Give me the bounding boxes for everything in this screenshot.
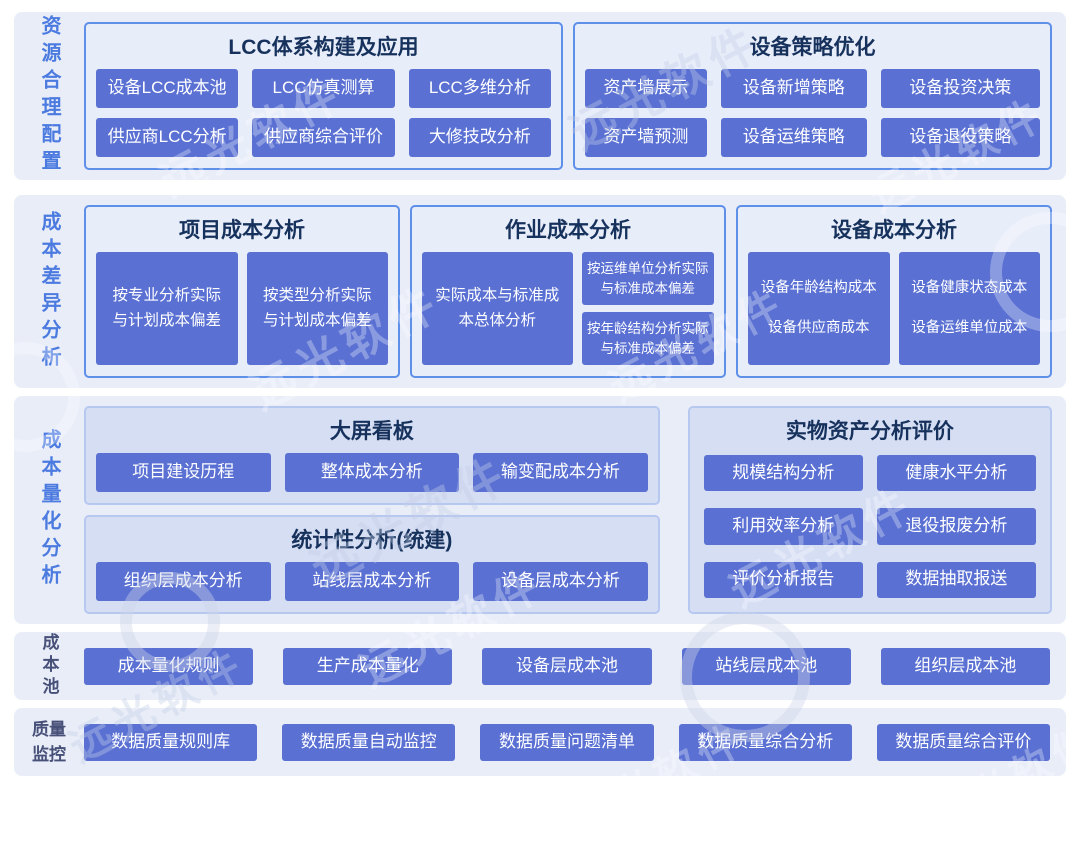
btn-equipment-investment-decision[interactable]: 设备投资决策 <box>880 69 1040 108</box>
btn-lcc-simulation[interactable]: LCC仿真测算 <box>252 69 395 108</box>
btn-supplier-lcc-analysis[interactable]: 供应商LCC分析 <box>96 118 239 157</box>
btn-line-level-cost-pool[interactable]: 站线层成本池 <box>681 647 851 685</box>
section-label-cost-pool: 成本池 <box>39 633 59 699</box>
btn-variance-by-age-structure[interactable]: 按年龄结构分析实际与标准成本偏差 <box>581 312 714 365</box>
box-equipment-cost-analysis: 设备成本分析 设备年龄结构成本 设备供应商成本 设备健康状态成本 设备运维单位成… <box>736 205 1052 378</box>
button-grid: 资产墙展示 设备新增策略 设备投资决策 资产墙预测 设备运维策略 设备退役策略 <box>585 69 1040 157</box>
box-title-activity-cost: 作业成本分析 <box>505 219 631 242</box>
box-equipment-strategy: 设备策略优化 资产墙展示 设备新增策略 设备投资决策 资产墙预测 设备运维策略 … <box>573 22 1052 170</box>
section-content: 项目成本分析 按专业分析实际与计划成本偏差 按类型分析实际与计划成本偏差 作业成… <box>84 195 1066 388</box>
btn-equipment-age-supplier-cost[interactable]: 设备年龄结构成本 设备供应商成本 <box>748 252 890 365</box>
section-content: 大屏看板 项目建设历程 整体成本分析 输变配成本分析 统计性分析(统建) 组织层… <box>84 396 1066 624</box>
button-row: 设备LCC成本池 LCC仿真测算 LCC多维分析 <box>96 69 551 108</box>
btn-asset-wall-display[interactable]: 资产墙展示 <box>585 69 707 108</box>
btn-utilization-efficiency-analysis[interactable]: 利用效率分析 <box>703 508 863 545</box>
btn-data-quality-comprehensive-eval[interactable]: 数据质量综合评价 <box>876 723 1051 761</box>
button-row: 资产墙展示 设备新增策略 设备投资决策 <box>585 69 1040 108</box>
box-title-physical-asset: 实物资产分析评价 <box>785 420 954 443</box>
btn-evaluation-analysis-report[interactable]: 评价分析报告 <box>703 561 863 598</box>
section-quality-monitoring: 质量监控 数据质量规则库 数据质量自动监控 数据质量问题清单 数据质量综合分析 … <box>14 708 1066 776</box>
btn-equipment-retirement-strategy[interactable]: 设备退役策略 <box>880 118 1040 157</box>
btn-cost-quantification-rules[interactable]: 成本量化规则 <box>84 647 254 685</box>
box-project-cost-analysis: 项目成本分析 按专业分析实际与计划成本偏差 按类型分析实际与计划成本偏差 <box>84 205 400 378</box>
left-column: 大屏看板 项目建设历程 整体成本分析 输变配成本分析 统计性分析(统建) 组织层… <box>84 406 660 614</box>
btn-org-level-cost-pool[interactable]: 组织层成本池 <box>880 647 1051 685</box>
section-content: 数据质量规则库 数据质量自动监控 数据质量问题清单 数据质量综合分析 数据质量综… <box>84 708 1066 776</box>
section-content: 成本量化规则 生产成本量化 设备层成本池 站线层成本池 组织层成本池 <box>84 632 1066 700</box>
button-row: 按专业分析实际与计划成本偏差 按类型分析实际与计划成本偏差 <box>96 252 388 365</box>
box-title-lcc-system: LCC体系构建及应用 <box>228 36 419 59</box>
btn-equipment-health-omunit-cost[interactable]: 设备健康状态成本 设备运维单位成本 <box>898 252 1040 365</box>
box-statistical-analysis: 统计性分析(统建) 组织层成本分析 站线层成本分析 设备层成本分析 <box>84 515 660 614</box>
section-label-resource-allocation: 资源合理配置 <box>38 15 60 177</box>
btn-overall-cost-analysis[interactable]: 整体成本分析 <box>284 453 460 492</box>
btn-data-extraction-reporting[interactable]: 数据抽取报送 <box>876 561 1036 598</box>
section-label-cost-variance: 成本差异分析 <box>38 210 60 373</box>
box-lcc-system: LCC体系构建及应用 设备LCC成本池 LCC仿真测算 LCC多维分析 供应商L… <box>84 22 563 170</box>
box-title-equipment-cost: 设备成本分析 <box>831 219 957 242</box>
btn-actual-vs-standard-overall[interactable]: 实际成本与标准成本总体分析 <box>422 252 573 365</box>
section-label-quality-monitoring: 质量监控 <box>32 719 66 765</box>
btn-variance-by-specialty[interactable]: 按专业分析实际与计划成本偏差 <box>96 252 238 365</box>
button-row: 实际成本与标准成本总体分析 按运维单位分析实际与标准成本偏差 按年龄结构分析实际… <box>422 252 714 365</box>
btn-data-quality-issue-list[interactable]: 数据质量问题清单 <box>480 723 654 761</box>
box-title-project-cost: 项目成本分析 <box>179 219 305 242</box>
btn-data-quality-comprehensive-analysis[interactable]: 数据质量综合分析 <box>678 723 852 761</box>
section-cost-pool: 成本池 成本量化规则 生产成本量化 设备层成本池 站线层成本池 组织层成本池 <box>14 632 1066 700</box>
btn-equipment-lcc-cost-pool[interactable]: 设备LCC成本池 <box>96 69 239 108</box>
box-dashboard: 大屏看板 项目建设历程 整体成本分析 输变配成本分析 <box>84 406 660 505</box>
btn-org-level-cost-analysis[interactable]: 组织层成本分析 <box>96 562 271 601</box>
box-activity-cost-analysis: 作业成本分析 实际成本与标准成本总体分析 按运维单位分析实际与标准成本偏差 按年… <box>410 205 726 378</box>
section-cost-variance-analysis: 成本差异分析 项目成本分析 按专业分析实际与计划成本偏差 按类型分析实际与计划成… <box>14 195 1066 388</box>
btn-retirement-scrap-analysis[interactable]: 退役报废分析 <box>876 508 1036 545</box>
btn-production-cost-quantification[interactable]: 生产成本量化 <box>283 647 453 685</box>
button-grid: 组织层成本分析 站线层成本分析 设备层成本分析 <box>96 562 648 601</box>
btn-line-om-unit-cost: 设备运维单位成本 <box>911 319 1028 336</box>
section-content: LCC体系构建及应用 设备LCC成本池 LCC仿真测算 LCC多维分析 供应商L… <box>84 12 1066 180</box>
button-grid: 设备LCC成本池 LCC仿真测算 LCC多维分析 供应商LCC分析 供应商综合评… <box>96 69 551 157</box>
section-label-container: 成本池 <box>14 632 84 700</box>
button-row: 项目建设历程 整体成本分析 输变配成本分析 <box>96 453 648 492</box>
diagram-root: { "watermark": { "text": "远光软件" }, "colo… <box>0 12 1080 846</box>
btn-line-age-structure-cost: 设备年龄结构成本 <box>760 279 877 296</box>
btn-health-level-analysis[interactable]: 健康水平分析 <box>876 455 1036 492</box>
section-label-container: 资源合理配置 <box>14 12 84 180</box>
btn-lcc-multidim-analysis[interactable]: LCC多维分析 <box>408 69 551 108</box>
right-column: 实物资产分析评价 规模结构分析 健康水平分析 利用效率分析 退役报废分析 评价分… <box>687 406 1052 614</box>
btn-overhaul-retrofit-analysis[interactable]: 大修技改分析 <box>408 118 551 157</box>
btn-equipment-level-cost-analysis[interactable]: 设备层成本分析 <box>473 562 648 601</box>
btn-transmission-cost-analysis[interactable]: 输变配成本分析 <box>473 453 648 492</box>
box-physical-asset-eval: 实物资产分析评价 规模结构分析 健康水平分析 利用效率分析 退役报废分析 评价分… <box>687 406 1052 614</box>
btn-project-construction-history[interactable]: 项目建设历程 <box>96 453 271 492</box>
stacked-buttons: 按运维单位分析实际与标准成本偏差 按年龄结构分析实际与标准成本偏差 <box>581 252 714 365</box>
btn-line-level-cost-analysis[interactable]: 站线层成本分析 <box>284 562 460 601</box>
box-title-dashboard: 大屏看板 <box>329 420 414 443</box>
section-label-container: 质量监控 <box>14 708 84 776</box>
button-grid: 项目建设历程 整体成本分析 输变配成本分析 <box>96 453 648 492</box>
btn-equipment-new-strategy[interactable]: 设备新增策略 <box>720 69 867 108</box>
btn-line-supplier-cost: 设备供应商成本 <box>768 319 870 336</box>
btn-asset-wall-forecast[interactable]: 资产墙预测 <box>585 118 707 157</box>
btn-data-quality-rule-library[interactable]: 数据质量规则库 <box>84 723 258 761</box>
section-cost-quantification: 成本量化分析 大屏看板 项目建设历程 整体成本分析 输变配成本分析 统计性分析(… <box>14 396 1066 624</box>
btn-supplier-comprehensive-eval[interactable]: 供应商综合评价 <box>252 118 395 157</box>
button-row: 供应商LCC分析 供应商综合评价 大修技改分析 <box>96 118 551 157</box>
button-row: 设备年龄结构成本 设备供应商成本 设备健康状态成本 设备运维单位成本 <box>748 252 1040 365</box>
button-row: 资产墙预测 设备运维策略 设备退役策略 <box>585 118 1040 157</box>
btn-data-quality-auto-monitoring[interactable]: 数据质量自动监控 <box>282 723 456 761</box>
btn-equipment-level-cost-pool[interactable]: 设备层成本池 <box>482 647 652 685</box>
btn-scale-structure-analysis[interactable]: 规模结构分析 <box>703 455 863 492</box>
btn-variance-by-type[interactable]: 按类型分析实际与计划成本偏差 <box>246 252 388 365</box>
button-grid: 规模结构分析 健康水平分析 利用效率分析 退役报废分析 评价分析报告 数据抽取报… <box>700 453 1040 598</box>
section-label-container: 成本差异分析 <box>14 195 84 388</box>
box-title-equipment-strategy: 设备策略优化 <box>749 36 876 59</box>
btn-variance-by-om-unit[interactable]: 按运维单位分析实际与标准成本偏差 <box>581 252 714 305</box>
section-resource-allocation: 资源合理配置 LCC体系构建及应用 设备LCC成本池 LCC仿真测算 LCC多维… <box>14 12 1066 180</box>
btn-line-health-status-cost: 设备健康状态成本 <box>911 279 1028 296</box>
btn-equipment-om-strategy[interactable]: 设备运维策略 <box>720 118 867 157</box>
section-label-cost-quantification: 成本量化分析 <box>38 429 60 591</box>
button-row: 组织层成本分析 站线层成本分析 设备层成本分析 <box>96 562 648 601</box>
section-label-container: 成本量化分析 <box>14 396 84 624</box>
box-title-statistical: 统计性分析(统建) <box>291 529 453 552</box>
